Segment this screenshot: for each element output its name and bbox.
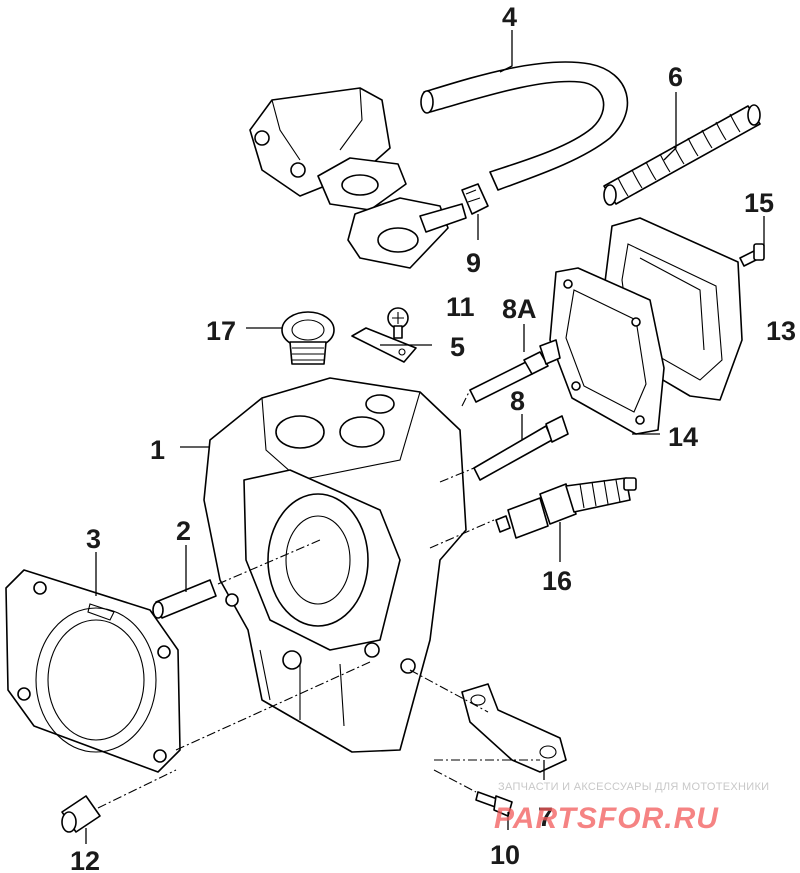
part-2-dowel-pin [152, 579, 217, 619]
part-16-spark-plug [495, 477, 637, 539]
callout-10: 10 [490, 840, 520, 870]
callout-9: 9 [466, 248, 481, 278]
callout-4: 4 [502, 2, 517, 32]
thermostat-housing [249, 87, 467, 269]
part-1-cylinder-head [203, 377, 467, 753]
callout-17: 17 [206, 316, 236, 346]
callout-1: 1 [150, 435, 165, 465]
callout-7: 7 [538, 802, 553, 832]
callout-16: 16 [542, 566, 572, 596]
watermark-tagline: ЗАПЧАСТИ И АКСЕССУАРЫ ДЛЯ МОТОТЕХНИКИ [498, 781, 769, 793]
part-15-bolt [739, 243, 765, 267]
callout-8a: 8A [502, 294, 537, 324]
callout-11: 11 [446, 292, 475, 322]
part-8-bolt [473, 415, 569, 481]
leader-lines [85, 30, 765, 844]
part-9-hose-clip [461, 183, 489, 215]
assembly-lines [97, 389, 540, 809]
callout-12: 12 [70, 846, 100, 873]
part-6-spiral-guard [603, 104, 761, 206]
callout-2: 2 [176, 516, 191, 546]
part-3-head-gasket [5, 569, 181, 773]
watermark-logo: PARTSFOR.RU [494, 802, 719, 835]
part-14-gasket [549, 267, 665, 435]
callout-14: 14 [668, 422, 698, 452]
callout-labels: 1 2 3 4 5 6 7 8 8A 9 10 11 12 13 14 15 1… [70, 2, 796, 873]
callout-8: 8 [510, 386, 525, 416]
part-7-bracket [461, 683, 567, 773]
callout-13: 13 [766, 316, 796, 346]
callout-5: 5 [450, 332, 465, 362]
callout-6: 6 [668, 62, 683, 92]
callout-3: 3 [86, 524, 101, 554]
part-4-hose [420, 61, 629, 191]
part-10-bolt [475, 791, 513, 817]
part-12-dowel [61, 795, 101, 833]
part-17-thermostat [281, 311, 335, 365]
part-11-screw [387, 307, 409, 339]
part-8a-bolt [469, 339, 561, 403]
watermark: ЗАПЧАСТИ И АКСЕССУАРЫ ДЛЯ МОТОТЕХНИКИ PA… [494, 781, 769, 835]
callout-15: 15 [744, 188, 774, 218]
